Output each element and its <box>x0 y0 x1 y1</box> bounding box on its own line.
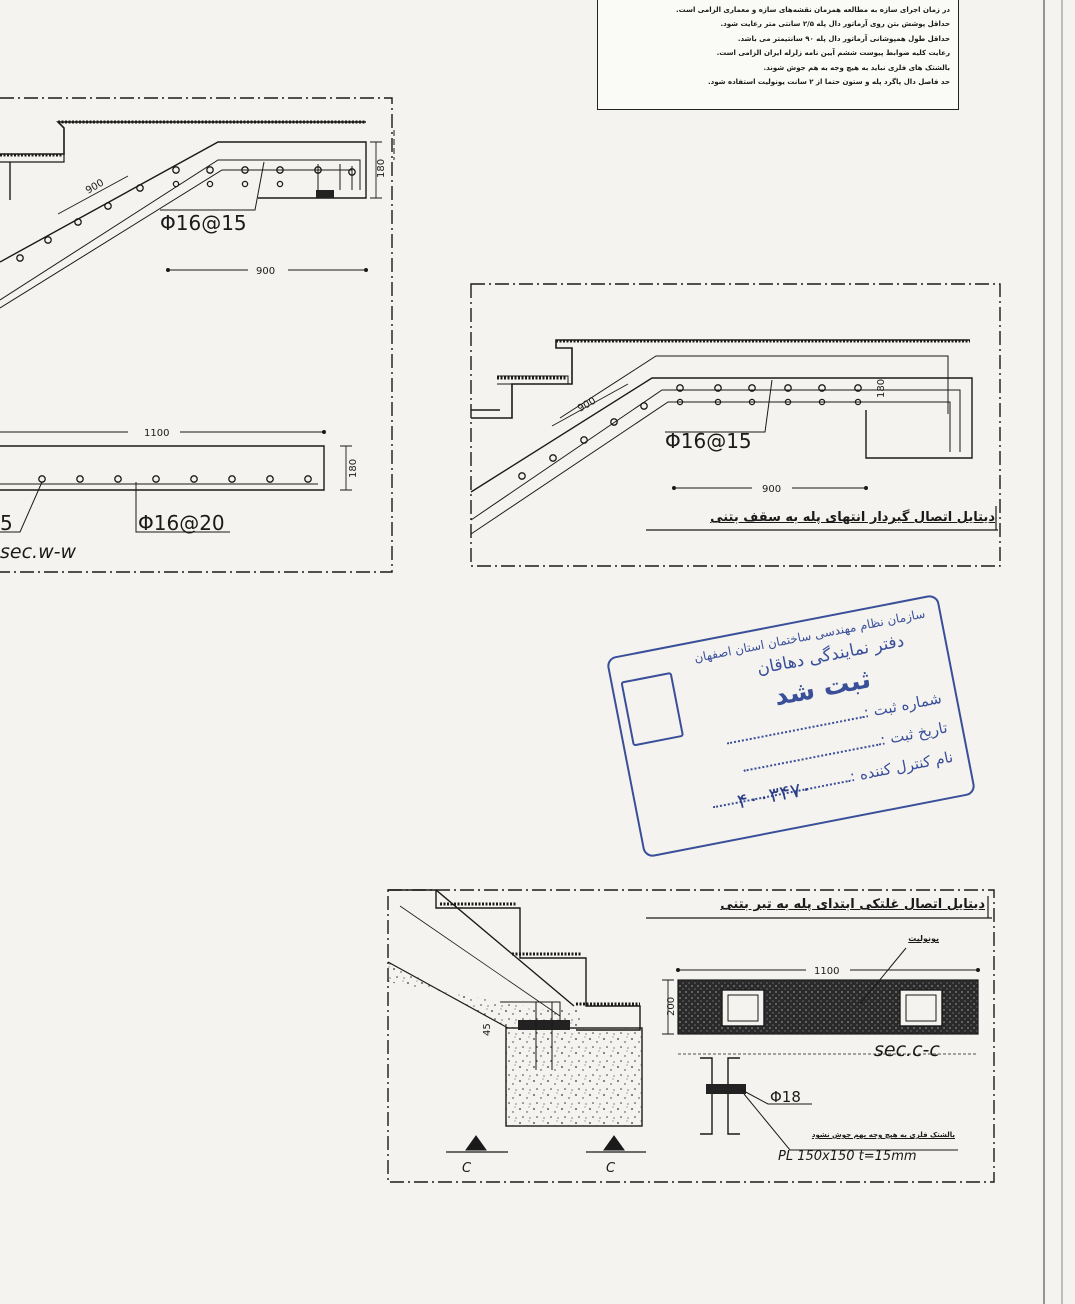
plate-label: PL 150x150 t=15mm <box>778 1149 917 1164</box>
detail-top-title: دیتایل اتصال گیردار انتهای پله به سقف بت… <box>710 510 995 525</box>
rebar-label: Φ16@20 <box>138 511 225 535</box>
dim-label: 900 <box>256 266 275 277</box>
detail-left <box>0 97 395 573</box>
note-line: حد فاصل دال پاگرد پله و ستون حتما از ۲ س… <box>707 78 950 87</box>
dim-label: 1100 <box>814 966 839 977</box>
dim-label: 200 <box>666 997 677 1016</box>
stamp-controller-label: نام کنترل کننده : <box>848 747 955 786</box>
cut-label: C <box>606 1161 616 1176</box>
general-notes-box: در زمان اجرای سازه به مطالعه همزمان نقشه… <box>597 0 959 110</box>
note-line: رعایت کلیه ضوابط پیوست ششم آیین نامه زلز… <box>716 49 950 58</box>
stamp-logo <box>620 671 685 747</box>
note-line: حداقل پوشش بتن روی آرماتور دال پله ۲/۵ س… <box>720 20 951 29</box>
dim-label: 180 <box>348 459 359 478</box>
cut-label: C <box>462 1161 472 1176</box>
detail-left-labels: Φ16@15 900 900 180 1100 180 5 Φ16@20 sec… <box>0 159 387 563</box>
stamp-reg-number-label: شماره ثبت : <box>862 688 944 722</box>
note-line: حداقل طول همپوشانی آرماتور دال پله ۹۰ سا… <box>737 34 950 43</box>
rebar-label: Φ16@15 <box>160 211 247 235</box>
section-label: sec.w-w <box>0 541 76 563</box>
rebar-label: Φ16@15 <box>665 429 752 453</box>
dim-label: 180 <box>376 159 387 178</box>
detail-frame <box>470 283 1001 567</box>
dim-label: 900 <box>576 396 598 415</box>
note-line: در زمان اجرای سازه به مطالعه همزمان نقشه… <box>676 6 950 14</box>
insulation-label: یونولیت <box>908 934 939 943</box>
pad-note: بالشتک فلزی به هیچ وجه بهم جوش نشود <box>811 1131 955 1139</box>
dim-label: 1100 <box>144 428 169 439</box>
detail-bottom <box>387 889 995 1183</box>
rebar-label: Φ18 <box>770 1088 801 1106</box>
note-line: بالشتک های فلزی نباید به هیچ وجه به هم ج… <box>763 63 950 72</box>
stamp-reg-date-label: تاریخ ثبت : <box>878 718 949 750</box>
detail-frame <box>0 97 393 573</box>
detail-top <box>470 283 1001 567</box>
dim-label: 45 <box>482 1023 493 1036</box>
detail-frame <box>387 889 995 1183</box>
dim-label: 180 <box>876 379 887 398</box>
detail-bottom-labels: 45 1100 200 sec.c-c Φ18 PL 150x150 t=15m… <box>462 966 940 1176</box>
detail-bottom-title: دیتایل اتصال غلتکی ابتدای پله به تیر بتن… <box>720 897 985 912</box>
section-label: sec.c-c <box>874 1039 940 1061</box>
stamp-handwritten-number: ۴۰۰۳۴۷۰ <box>735 775 814 814</box>
dim-label: 900 <box>762 484 781 495</box>
rebar-label: 5 <box>0 511 13 535</box>
